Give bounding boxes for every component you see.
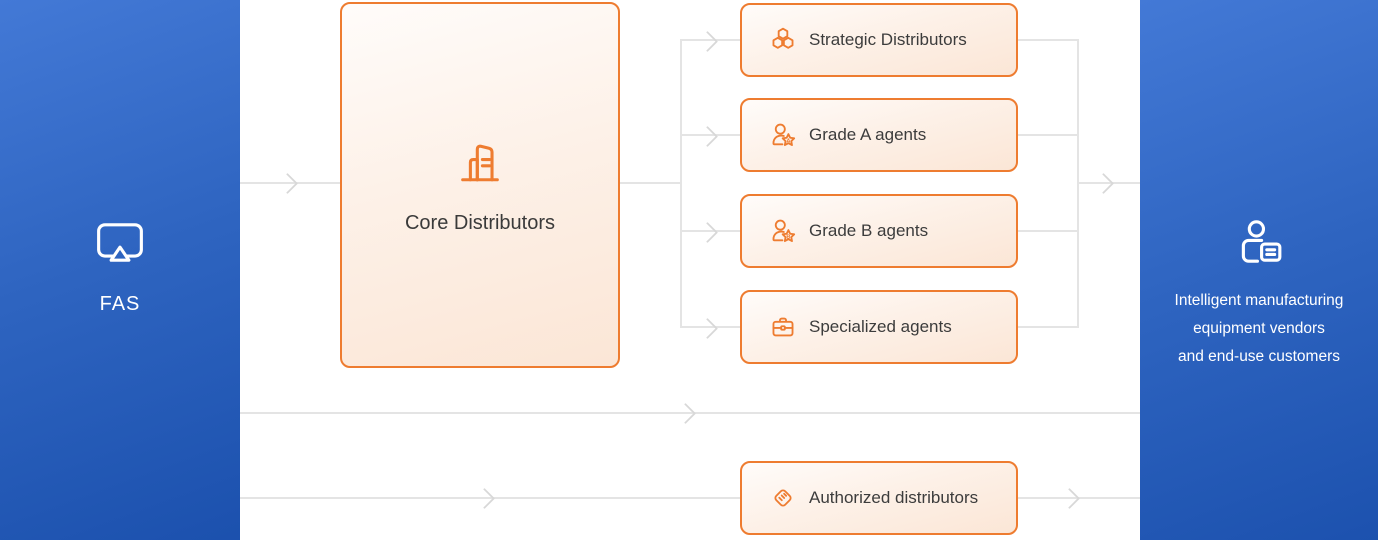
hexagon-cluster-icon [770, 27, 796, 53]
arrow-head-icon [276, 172, 299, 195]
badge-letter: B [786, 234, 790, 240]
connector-line [1018, 497, 1140, 499]
connector-line [680, 230, 740, 232]
connector-line [680, 326, 740, 328]
authorized-distributors-node: Authorized distributors [740, 461, 1018, 535]
specialized-agents-node: Specialized agents [740, 290, 1018, 364]
connector-line [1018, 230, 1079, 232]
customers-description: Intelligent manufacturing equipment vend… [1175, 287, 1344, 371]
connector-line [1018, 326, 1079, 328]
core-distributors-label: Core Distributors [404, 211, 556, 234]
arrow-head-icon [1058, 487, 1081, 510]
customers-line-3: and end-use customers [1178, 347, 1340, 365]
grade-a-agents-label: Grade A agents [809, 125, 927, 144]
connector-line [240, 412, 1140, 414]
briefcase-icon [770, 314, 796, 340]
agent-star-badge-icon: A [770, 122, 796, 148]
strategic-distributors-node: Strategic Distributors [740, 3, 1018, 77]
connector-line [240, 497, 740, 499]
authorized-distributors-label: Authorized distributors [809, 488, 979, 507]
customer-id-card-icon [1234, 219, 1284, 267]
connector-line [680, 39, 682, 328]
customers-line-1: Intelligent manufacturing [1174, 291, 1344, 309]
arrow-head-icon [1092, 172, 1115, 195]
arrow-head-icon [696, 317, 719, 340]
agent-star-badge-icon: B [770, 218, 796, 244]
arrow-head-icon [674, 402, 697, 425]
arrow-head-icon [696, 30, 719, 53]
connector-line [680, 39, 740, 41]
arrow-head-icon [696, 221, 719, 244]
connector-line [680, 134, 740, 136]
building-icon [455, 136, 505, 186]
customers-line-2: equipment vendors [1193, 319, 1325, 337]
connector-line [1077, 182, 1140, 184]
customers-panel: Intelligent manufacturing equipment vend… [1140, 0, 1378, 540]
cast-screen-icon [95, 221, 145, 265]
fas-label: FAS [99, 293, 141, 315]
grade-b-agents-label: Grade B agents [809, 221, 929, 240]
handshake-icon [770, 485, 796, 511]
specialized-agents-label: Specialized agents [809, 317, 952, 336]
connector-line [1018, 39, 1079, 41]
arrow-head-icon [696, 125, 719, 148]
badge-letter: A [786, 138, 790, 144]
grade-b-agents-node: B Grade B agents [740, 194, 1018, 268]
connector-line [1018, 134, 1079, 136]
fas-panel: FAS [0, 0, 240, 540]
grade-a-agents-node: A Grade A agents [740, 98, 1018, 172]
connector-line [240, 182, 340, 184]
arrow-head-icon [473, 487, 496, 510]
core-distributors-node: Core Distributors [340, 2, 620, 368]
connector-line [620, 182, 682, 184]
strategic-distributors-label: Strategic Distributors [809, 30, 967, 49]
